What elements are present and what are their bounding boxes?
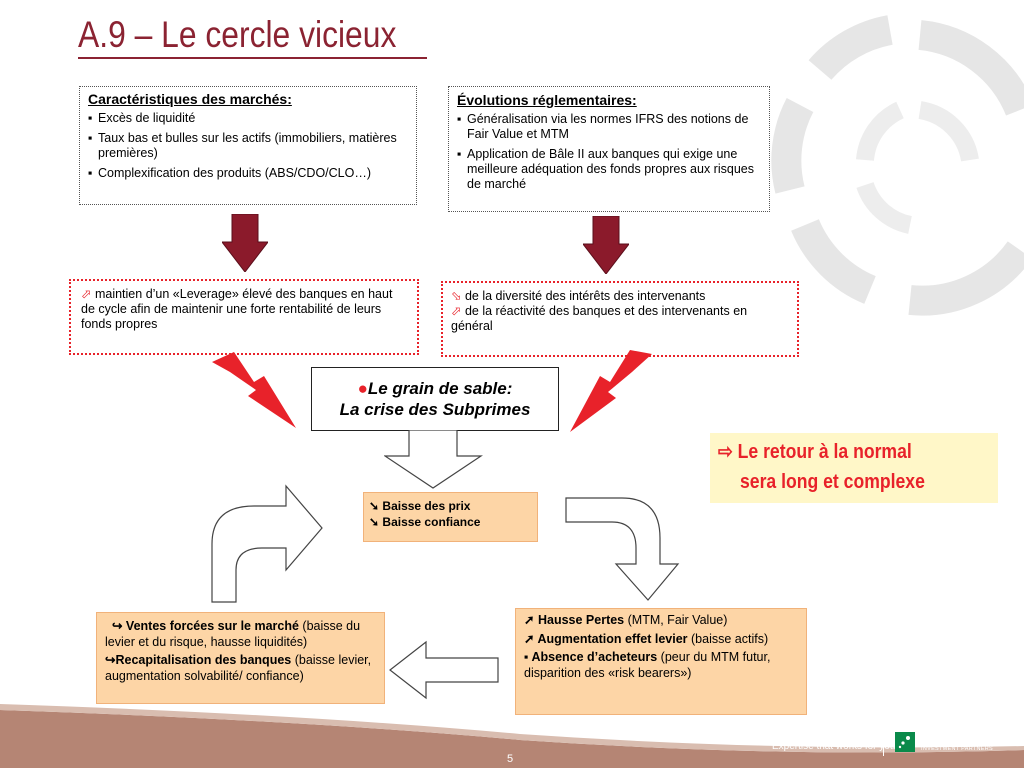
up-right-arrow-icon: ➚ <box>524 613 535 627</box>
curved-arrow-icon: ↪ <box>111 619 123 633</box>
list-item: ▪Excès de liquidité <box>88 111 196 125</box>
slide-title: A.9 – Le cercle vicieux <box>78 14 397 55</box>
footer-wave <box>0 704 1024 768</box>
down-right-arrow-icon: ⬂ <box>451 289 462 303</box>
bullet-icon: ▪ <box>524 650 529 664</box>
down-right-arrow-icon: ➘ <box>369 515 380 529</box>
footer-divider <box>883 730 884 756</box>
up-right-arrow-icon: ⬀ <box>81 287 92 301</box>
grain-line-1: ●Le grain de sable: <box>357 379 513 398</box>
callout-line-1: ⇨ Le retour à la normal <box>718 441 912 463</box>
losses-box: ➚ Hausse Pertes (MTM, Fair Value) ➚ Augm… <box>515 608 807 715</box>
curved-arrow-right-down-icon <box>565 497 680 601</box>
regulation-heading: Évolutions réglementaires: <box>457 92 637 108</box>
up-right-arrow-icon: ⬀ <box>451 304 462 318</box>
page-number: 5 <box>507 753 514 765</box>
curved-arrow-icon: ↪ <box>105 653 116 667</box>
sand-grain-icon: ● <box>357 379 368 398</box>
losses-item: ➚ Hausse Pertes (MTM, Fair Value) <box>524 613 728 627</box>
bullet-icon: ▪ <box>457 112 462 126</box>
arrow-right-icon: ⇨ <box>718 441 733 463</box>
leverage-box: ⬀ maintien d’un «Leverage» élevé des ban… <box>69 279 419 355</box>
down-arrow-icon <box>583 216 629 274</box>
list-item: ▪Complexification des produits (ABS/CDO/… <box>88 166 372 180</box>
curved-arrow-up-right-icon <box>211 484 323 603</box>
list-item: ▪Taux bas et bulles sur les actifs (immo… <box>88 131 397 160</box>
conclusion-callout: ⇨ Le retour à la normal sera long et com… <box>710 433 998 503</box>
down-right-arrow-icon: ➘ <box>369 499 380 513</box>
diversity-line-1: ⬂ de la diversité des intérêts des inter… <box>451 289 706 303</box>
grain-line-2: La crise des Subprimes <box>339 400 531 419</box>
diversity-line-2: ⬀ de la réactivité des banques et des in… <box>451 304 748 333</box>
list-item: ▪Application de Bâle II aux banques qui … <box>457 147 754 191</box>
callout-line-2: sera long et complexe <box>740 471 925 493</box>
confidence-item: ➘ Baisse confiance <box>369 515 481 529</box>
title-underline <box>78 57 427 59</box>
brand-name: BNP PARIBAS <box>921 733 996 745</box>
bullet-icon: ▪ <box>88 131 93 145</box>
hollow-left-arrow-icon <box>389 640 499 700</box>
watermark-logo <box>771 15 1024 316</box>
leverage-effect-item: ➚ Augmentation effet levier (baisse acti… <box>524 631 769 646</box>
markets-characteristics-box: Caractéristiques des marchés: ▪Excès de … <box>79 86 417 205</box>
bnp-logo-icon <box>895 732 915 752</box>
prices-item: ➘ Baisse des prix <box>369 499 471 513</box>
down-arrow-icon <box>222 214 268 272</box>
bullet-icon: ▪ <box>88 111 93 125</box>
leverage-text: maintien d’un «Leverage» élevé des banqu… <box>81 287 393 331</box>
buyers-item: ▪ Absence d’acheteurs (peur du MTM futur… <box>524 650 771 680</box>
prices-box: ➘ Baisse des prix ➘ Baisse confiance <box>363 492 538 542</box>
hollow-down-arrow-icon <box>384 430 483 489</box>
diversity-box: ⬂ de la diversité des intérêts des inter… <box>441 281 799 357</box>
markets-heading: Caractéristiques des marchés: <box>88 91 292 107</box>
brand-subtitle: INVESTMENT PARTNERS <box>921 746 994 752</box>
footer-tagline: Expertise that works for you <box>772 741 896 752</box>
recapitalisation-item: ↪Recapitalisation des banques (baisse le… <box>105 653 372 683</box>
forced-sales-box: ↪ Ventes forcées sur le marché (baisse d… <box>96 612 385 704</box>
up-right-arrow-icon: ➚ <box>524 631 535 646</box>
regulatory-evolutions-box: Évolutions réglementaires: ▪Généralisati… <box>448 86 770 212</box>
lightning-bolt-icon <box>570 350 652 432</box>
bullet-icon: ▪ <box>457 147 462 161</box>
lightning-bolt-icon <box>212 352 296 428</box>
bullet-icon: ▪ <box>88 166 93 180</box>
forced-sales-item: ↪ Ventes forcées sur le marché (baisse d… <box>105 619 361 649</box>
subprime-crisis-box: ●Le grain de sable: La crise des Subprim… <box>311 367 559 431</box>
list-item: ▪Généralisation via les normes IFRS des … <box>457 112 749 141</box>
